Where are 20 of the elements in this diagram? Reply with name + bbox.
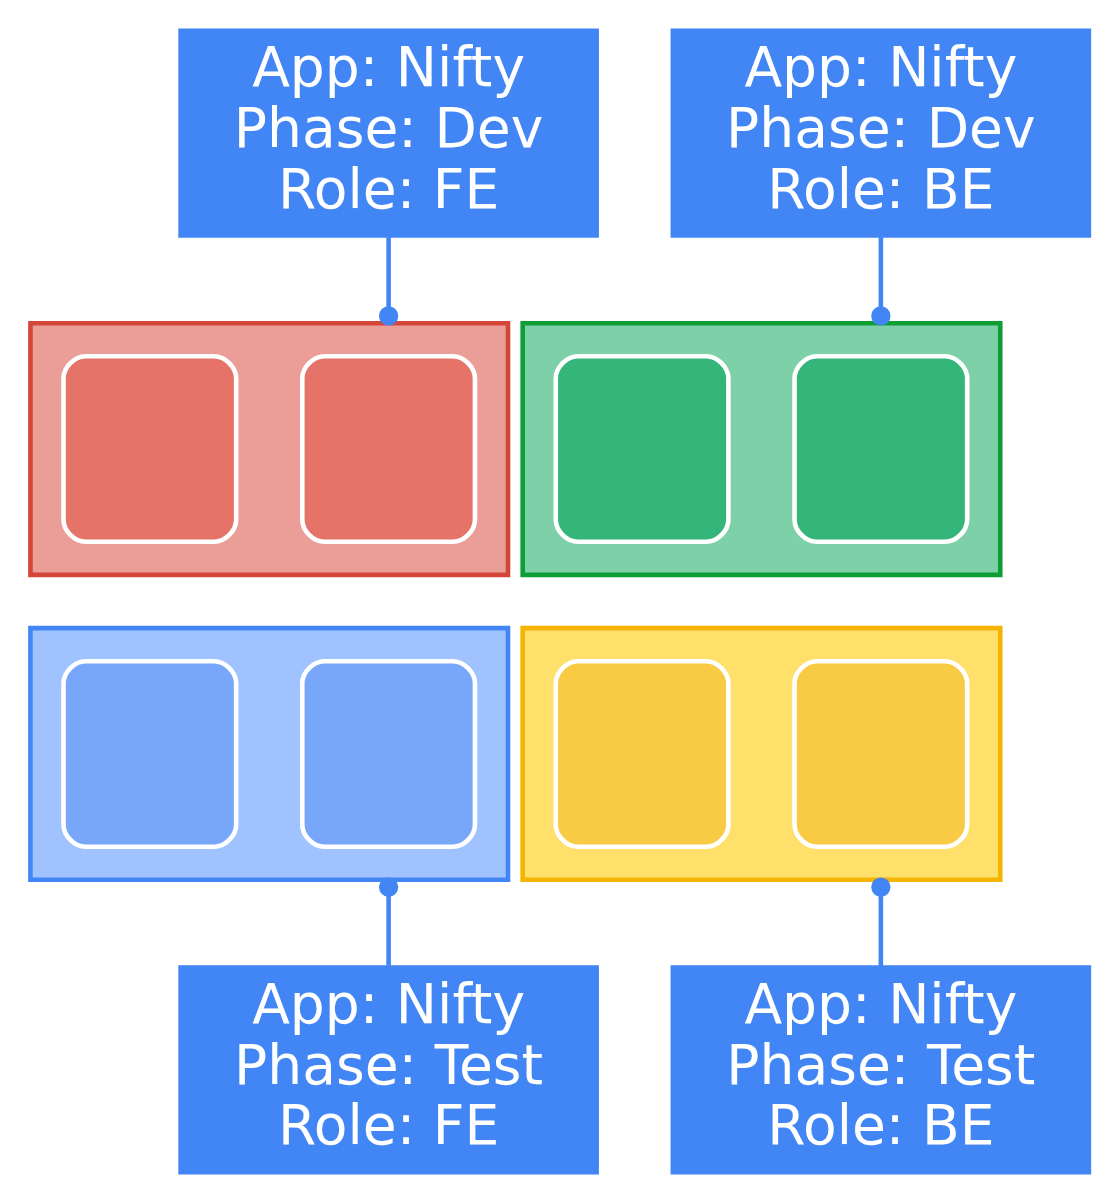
node-box <box>792 353 970 544</box>
cluster <box>520 625 1003 882</box>
node-box <box>300 658 478 849</box>
node-box <box>553 353 731 544</box>
node-box <box>792 658 970 849</box>
node-box <box>61 658 239 849</box>
node-box: App: Nifty Phase: Test Role: FE <box>178 964 599 1175</box>
node-box: App: Nifty Phase: Dev Role: BE <box>670 27 1092 238</box>
node-box: App: Nifty Phase: Dev Role: FE <box>178 27 599 238</box>
node-box <box>300 353 478 544</box>
connector <box>378 236 399 326</box>
node-box <box>553 658 731 849</box>
node-box: App: Nifty Phase: Test Role: BE <box>670 964 1092 1175</box>
cluster <box>28 320 511 577</box>
cluster <box>28 625 511 882</box>
connector <box>871 236 891 326</box>
node-box <box>61 353 239 544</box>
cluster <box>520 320 1003 577</box>
connector <box>378 876 399 966</box>
connector <box>871 876 891 966</box>
